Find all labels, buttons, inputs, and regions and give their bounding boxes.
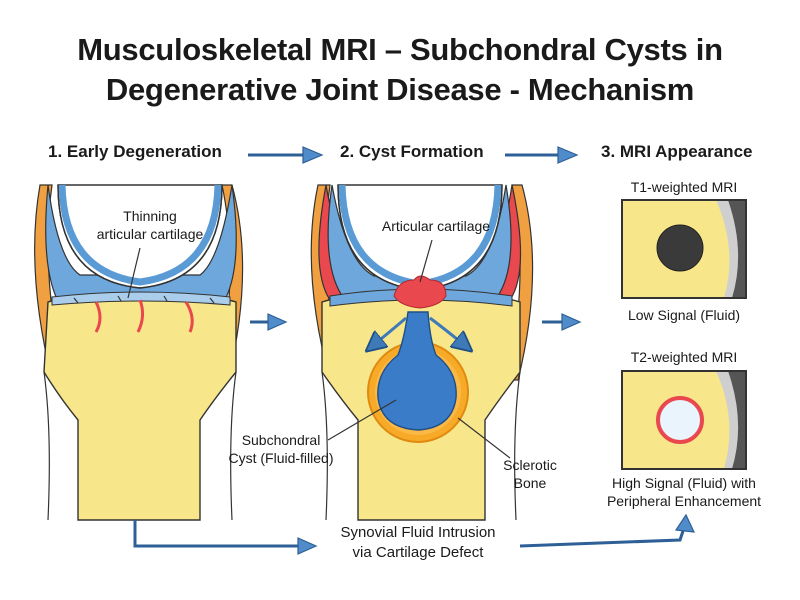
t2-mri-box (621, 370, 747, 470)
synovial-label-line-1: Synovial Fluid Intrusion (340, 524, 496, 541)
sclerotic-label-line-1: Sclerotic (503, 457, 557, 473)
t1-title: T1-weighted MRI (630, 179, 738, 195)
cyst-label-line-2: Cyst (Fluid-filled) (228, 450, 334, 466)
sclerotic-bone-label: Sclerotic Bone (490, 456, 570, 492)
t2-title: T2-weighted MRI (630, 349, 738, 365)
mid-arrow-2 (542, 313, 582, 331)
thinning-cartilage-label: Thinning articular cartilage (70, 207, 230, 243)
panel-1-joint (34, 184, 244, 521)
page-title: Musculoskeletal MRI – Subchondral Cysts … (0, 30, 800, 110)
thinning-label-line-1: Thinning (123, 208, 177, 224)
subchondral-cyst-label: Subchondral Cyst (Fluid-filled) (216, 431, 346, 467)
thinning-label-line-2: articular cartilage (96, 226, 204, 242)
synovial-intrusion-label: Synovial Fluid Intrusion via Cartilage D… (318, 523, 518, 563)
bottom-flow-arrow-right (519, 513, 695, 548)
sclerotic-label-line-2: Bone (513, 475, 547, 491)
step-1-heading: 1. Early Degeneration (48, 142, 222, 161)
step-2-heading: 2. Cyst Formation (340, 142, 484, 161)
t1-caption: Low Signal (Fluid) (627, 307, 741, 323)
step-3-heading: 3. MRI Appearance (601, 142, 753, 161)
t2-caption: High Signal (Fluid) with Peripheral Enha… (590, 474, 778, 510)
t1-mri-box (621, 199, 747, 299)
cyst-label-line-1: Subchondral (241, 432, 321, 448)
step-arrow-2 (505, 146, 579, 164)
t2-caption-line-1: High Signal (Fluid) with (612, 475, 756, 491)
synovial-label-line-2: via Cartilage Defect (352, 544, 484, 561)
title-line-2: Degenerative Joint Disease - Mechanism (105, 72, 695, 107)
mid-arrow-1 (250, 313, 288, 331)
title-line-1: Musculoskeletal MRI – Subchondral Cysts … (77, 32, 723, 67)
step-arrow-1 (248, 146, 324, 164)
panel-2-joint (310, 184, 534, 521)
t2-caption-line-2: Peripheral Enhancement (606, 493, 762, 509)
bottom-flow-arrow-left (133, 520, 318, 555)
articular-cartilage-label: Articular cartilage (381, 218, 491, 234)
